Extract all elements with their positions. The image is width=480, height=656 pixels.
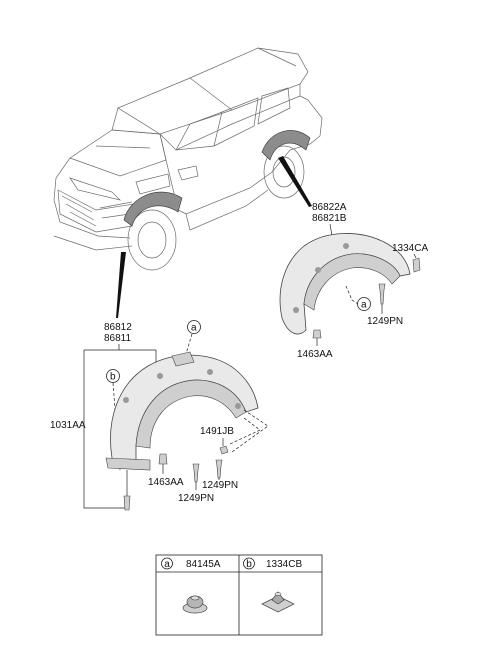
front-fastener-label: 1031AA: [50, 420, 86, 431]
rear-screw-label: 1249PN: [367, 316, 403, 327]
rear-wheel-guard-group: 86822A 86821B 1334CA a 1249PN 1463AA: [279, 202, 428, 360]
rear-callout-a-letter: a: [361, 300, 367, 311]
front-callout-a-letter: a: [191, 323, 197, 334]
front-screw-b-label: 1249PN: [178, 493, 214, 504]
front-leader-wedge: [116, 252, 126, 318]
legend-part-a-grommet: [182, 595, 208, 614]
rear-clip: [412, 257, 421, 273]
front-callout-b-circle: [106, 369, 120, 383]
vehicle-illustration: [53, 47, 323, 271]
front-nut: [219, 445, 229, 455]
legend-a-letter: a: [164, 559, 170, 570]
legend-b-circle: [243, 557, 255, 570]
legend-b-code: 1334CB: [266, 559, 302, 570]
front-assembly-code-a: 86812: [104, 322, 132, 333]
front-callout-b-letter: b: [110, 372, 116, 383]
legend-part-b-clip: [261, 591, 295, 613]
front-bolt-label: 1463AA: [148, 477, 184, 488]
front-fastener: [123, 495, 131, 511]
front-screw-a: [215, 459, 223, 479]
legend-a-circle: [161, 557, 173, 570]
rear-bolt: [312, 329, 322, 339]
front-screw-b: [192, 463, 200, 483]
legend-a-code: 84145A: [186, 559, 221, 570]
rear-bolt-label: 1463AA: [297, 349, 333, 360]
front-callout-a-circle: [187, 320, 201, 334]
rear-screw: [378, 283, 386, 305]
front-wheel-guard-group: 86812 86811 b 1031AA a 1491JB: [50, 320, 269, 511]
legend-b-letter: b: [246, 559, 252, 570]
rear-leader-wedge: [278, 156, 312, 207]
front-nut-label: 1491JB: [200, 426, 234, 437]
rear-clip-label: 1334CA: [392, 243, 428, 254]
legend-table: a 84145A b 1334CB: [155, 554, 323, 636]
rear-assembly-code-a: 86822A: [312, 202, 347, 213]
rear-assembly-code-b: 86821B: [312, 213, 347, 224]
front-bolt: [158, 453, 168, 465]
front-screw-a-label: 1249PN: [202, 480, 238, 491]
front-assembly-code-b: 86811: [104, 333, 132, 344]
